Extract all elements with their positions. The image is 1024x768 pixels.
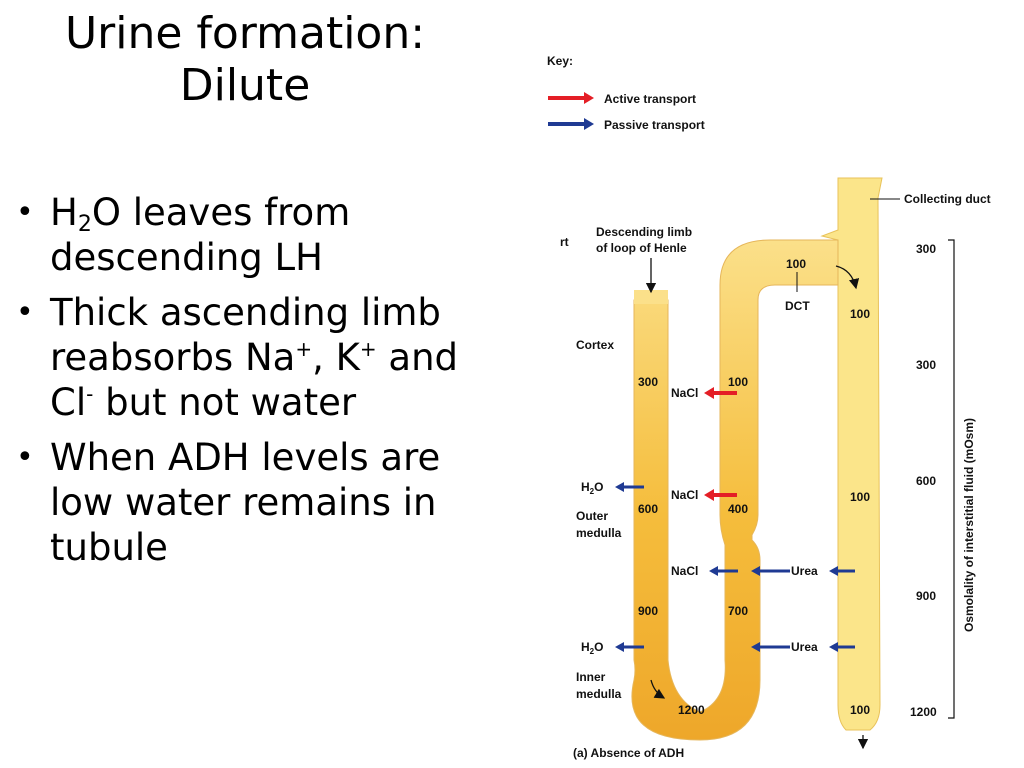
key-active-label: Active transport [604,92,696,106]
collecting-duct-label: Collecting duct [904,192,991,206]
axis-tick-1: 300 [916,242,936,256]
bottom-flow-arrow-icon [650,679,666,699]
collecting-value-1: 100 [850,307,870,321]
h2o-arrowhead-2-icon [615,642,624,652]
superscript: + [359,337,377,361]
urea-arrowhead-2a-icon [751,642,760,652]
subscript: 2 [77,212,92,237]
outer-medulla-label-1: Outer [576,509,608,523]
descending-value-3: 900 [638,604,658,618]
axis-tick-3: 600 [916,474,936,488]
bullet-text: When ADH levels are low water remains in… [50,436,441,569]
descending-value-1: 300 [638,375,658,389]
inner-medulla-label-2: medulla [576,687,622,701]
figure-caption: (a) Absence of ADH [573,746,684,760]
descending-limb-label-2: of loop of Henle [596,241,687,255]
superscript: - [86,382,94,406]
bullet-text: Thick ascending limb reabsorbs Na [50,291,441,379]
passive-arrowhead-icon [584,118,594,130]
nacl-label-3: NaCl [671,564,698,578]
dct-label: DCT [785,299,810,313]
outer-medulla-label-2: medulla [576,526,622,540]
collecting-value-3: 100 [850,703,870,717]
key: Key: Active transport Passive transport [547,54,705,132]
nacl-arrowhead-1-icon [704,387,714,399]
nacl-label-1: NaCl [671,386,698,400]
bullet-dot-icon: • [16,195,34,230]
osmolality-axis: 300 300 600 900 1200 Osmolality of inter… [910,239,976,719]
nacl-passive-arrowhead-icon [709,566,718,576]
collecting-value-2: 100 [850,490,870,504]
descending-value-2: 600 [638,502,658,516]
axis-bracket [948,239,955,719]
h2o-arrowhead-1-icon [615,482,624,492]
collecting-duct [820,177,883,731]
slide-title: Urine formation: Dilute [0,8,490,112]
bottom-value: 1200 [678,703,705,717]
urea-arrowhead-1a-icon [751,566,760,576]
bullet-dot-icon: • [16,295,34,330]
axis-tick-4: 900 [916,589,936,603]
title-line-2: Dilute [179,60,311,111]
dct-value: 100 [786,257,806,271]
cortex-label: Cortex [576,338,614,352]
bullet-dot-icon: • [16,440,34,475]
axis-tick-5: 1200 [910,705,937,719]
urea-label-2: Urea [791,640,818,654]
h2o-label-1: H2O [581,480,603,496]
bullet-item: • Thick ascending limb reabsorbs Na+, K+… [16,290,486,425]
ascending-value-3: 700 [728,604,748,618]
superscript: + [295,337,313,361]
bullet-item: • When ADH levels are low water remains … [16,435,486,570]
urea-arrowhead-2b-icon [829,642,838,652]
axis-tick-2: 300 [916,358,936,372]
bullet-text: and Cl [50,336,459,424]
key-heading: Key: [547,54,573,68]
descending-limb-top [634,290,668,304]
nacl-arrowhead-2-icon [704,489,714,501]
active-arrowhead-icon [584,92,594,104]
bullet-text: , K [312,336,360,379]
bullet-list: • H2O leaves from descending LH • Thick … [16,190,486,580]
h2o-label-2: H2O [581,640,603,656]
bullet-item: • H2O leaves from descending LH [16,190,486,280]
ascending-value-2: 400 [728,502,748,516]
ascending-value-1: 100 [728,375,748,389]
dct-flow-arrow-icon [835,265,860,290]
descending-limb-label-1: Descending limb [596,225,692,239]
urea-arrowhead-1b-icon [829,566,838,576]
loop-of-henle [631,239,839,741]
cut-label: rt [560,235,569,249]
inner-medulla-label-1: Inner [576,670,606,684]
bullet-text: but not water [93,381,357,424]
key-passive-label: Passive transport [604,118,705,132]
nacl-label-2: NaCl [671,488,698,502]
urea-label-1: Urea [791,564,818,578]
title-line-1: Urine formation: [64,8,426,59]
bullet-text: O leaves from descending LH [50,191,351,279]
axis-title: Osmolality of interstitial fluid (mOsm) [962,418,976,632]
bullet-text: H [50,191,78,234]
